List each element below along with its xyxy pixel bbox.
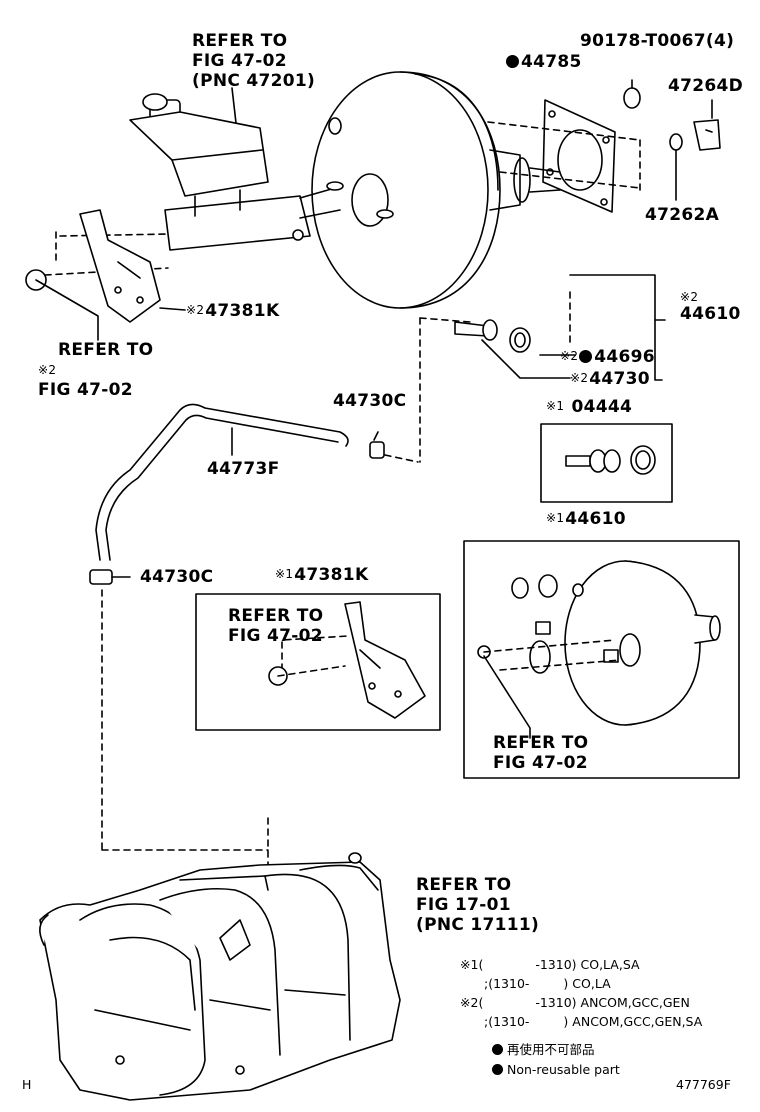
figure-code: 477769F bbox=[676, 1077, 731, 1092]
label-44730c-bottom: 44730C bbox=[140, 567, 214, 587]
legend-text: 再使用不可部品 bbox=[507, 1042, 595, 1057]
label-47381k-inset: ※147381K bbox=[275, 564, 368, 585]
note-row: ※1( -1310) CO,LA,SA bbox=[460, 957, 640, 973]
vacuum-hose-44773f bbox=[95, 403, 349, 561]
ref-mark: ※2 bbox=[570, 371, 589, 385]
ref-line: (PNC 47201) bbox=[192, 71, 316, 91]
ref-manifold: REFER TO FIG 17-01 (PNC 17111) bbox=[416, 875, 539, 935]
clevis-44730 bbox=[454, 319, 531, 353]
bracket-47381k bbox=[25, 209, 161, 341]
note-range: ) bbox=[563, 1014, 569, 1029]
label-44730: ※244730 bbox=[570, 368, 650, 389]
non-reusable-dot-icon bbox=[506, 55, 519, 68]
note-range: -1310) bbox=[535, 957, 577, 972]
non-reusable-dot-icon bbox=[492, 1064, 503, 1075]
label-44696: ※2 44696 bbox=[560, 346, 655, 367]
note-row: ;(1310-) ANCOM,GCC,GEN,SA bbox=[484, 1014, 702, 1030]
ref-mark: ※2 bbox=[560, 349, 579, 363]
nut-90178 bbox=[623, 79, 641, 109]
ref-line: FIG 17-01 bbox=[416, 895, 511, 915]
ref-booster-inset: REFER TO FIG 47-02 bbox=[493, 733, 588, 773]
master-cylinder bbox=[129, 87, 394, 251]
ref-mark: ※1 bbox=[546, 399, 565, 413]
note-range: -1310) bbox=[535, 995, 577, 1010]
label-47264d: 47264D bbox=[668, 76, 744, 96]
legend-non-reusable-en: Non-reusable part bbox=[492, 1062, 620, 1078]
part-number: 44785 bbox=[521, 52, 582, 72]
label-44773f: 44773F bbox=[207, 459, 280, 479]
label-44730c-top: 44730C bbox=[333, 391, 407, 411]
ref-line: REFER TO bbox=[493, 733, 589, 753]
note-models: ANCOM,GCC,GEN,SA bbox=[572, 1014, 703, 1029]
part-number: 44610 bbox=[680, 304, 741, 324]
legend-text: Non-reusable part bbox=[507, 1062, 620, 1077]
ref-mark: ※2 bbox=[186, 303, 205, 317]
inset-box-booster bbox=[463, 540, 740, 779]
note-paren: ( bbox=[478, 995, 484, 1010]
note-paren: ( bbox=[478, 957, 484, 972]
note-row: ;(1310-) CO,LA bbox=[484, 976, 611, 992]
ref-mark: ※2 bbox=[680, 290, 699, 304]
part-number: 44696 bbox=[594, 347, 655, 367]
inset-box-bracket bbox=[195, 593, 441, 731]
note-row: ※2( -1310) ANCOM,GCC,GEN bbox=[460, 995, 690, 1011]
note-mark: ※1 bbox=[460, 957, 479, 972]
bracket-47381k-inset bbox=[268, 601, 426, 719]
ref-line: REFER TO bbox=[228, 606, 324, 626]
part-number: 04444 bbox=[571, 397, 633, 417]
label-44785: 44785 bbox=[506, 52, 582, 72]
label-47381k: ※247381K bbox=[186, 300, 279, 321]
note-models: ANCOM,GCC,GEN bbox=[580, 995, 690, 1010]
note-paren: ;(1310- bbox=[484, 976, 530, 991]
label-47262a: 47262A bbox=[645, 205, 720, 225]
ref-mark: ※2 bbox=[38, 363, 57, 377]
non-reusable-dot-icon bbox=[579, 350, 593, 363]
clip-47264d bbox=[693, 99, 721, 151]
note-models: CO,LA bbox=[572, 976, 611, 991]
label-90178: 90178-T0067(4) bbox=[580, 31, 735, 51]
ref-text: FIG 47-02 bbox=[38, 380, 133, 400]
part-number: 47381K bbox=[205, 301, 280, 321]
intake-manifold bbox=[39, 852, 401, 1101]
note-range: ) bbox=[563, 976, 569, 991]
ref-line: FIG 47-02 bbox=[493, 753, 588, 773]
non-reusable-dot-icon bbox=[492, 1044, 503, 1055]
brake-booster bbox=[311, 71, 561, 309]
ref-mark: ※1 bbox=[546, 511, 565, 525]
kit-04444 bbox=[565, 445, 656, 475]
note-models: CO,LA,SA bbox=[580, 957, 640, 972]
ref-master-cylinder: REFER TO FIG 47-02 (PNC 47201) bbox=[192, 31, 315, 91]
clamp-44730c-top bbox=[369, 431, 385, 459]
ref-line: REFER TO bbox=[58, 340, 154, 360]
ref-mark: ※1 bbox=[275, 567, 294, 581]
ref-line: REFER TO bbox=[192, 31, 288, 51]
booster-small bbox=[477, 560, 721, 726]
ref-line: FIG 47-02 bbox=[228, 626, 323, 646]
label-44610-inset: ※144610 bbox=[546, 508, 626, 529]
footer-left-code: H bbox=[22, 1077, 32, 1092]
pin-47262a bbox=[669, 133, 683, 201]
clamp-44730c-bottom bbox=[89, 569, 131, 585]
inset-box-04444 bbox=[540, 423, 673, 503]
ref-line: REFER TO bbox=[416, 875, 512, 895]
ref-bracket-inset: REFER TO FIG 47-02 bbox=[228, 606, 323, 646]
ref-line: FIG 47-02 bbox=[192, 51, 287, 71]
gasket-44785 bbox=[542, 99, 616, 213]
label-44610: ※2 44610 bbox=[680, 289, 741, 323]
note-paren: ;(1310- bbox=[484, 1014, 530, 1029]
ref-line: (PNC 17111) bbox=[416, 915, 540, 935]
note-mark: ※2 bbox=[460, 995, 479, 1010]
legend-non-reusable-jp: 再使用不可部品 bbox=[492, 1042, 595, 1058]
part-number: 44730 bbox=[589, 369, 650, 389]
part-number: 47381K bbox=[294, 565, 369, 585]
label-04444: ※1 04444 bbox=[546, 396, 632, 417]
part-number: 44610 bbox=[565, 509, 626, 529]
